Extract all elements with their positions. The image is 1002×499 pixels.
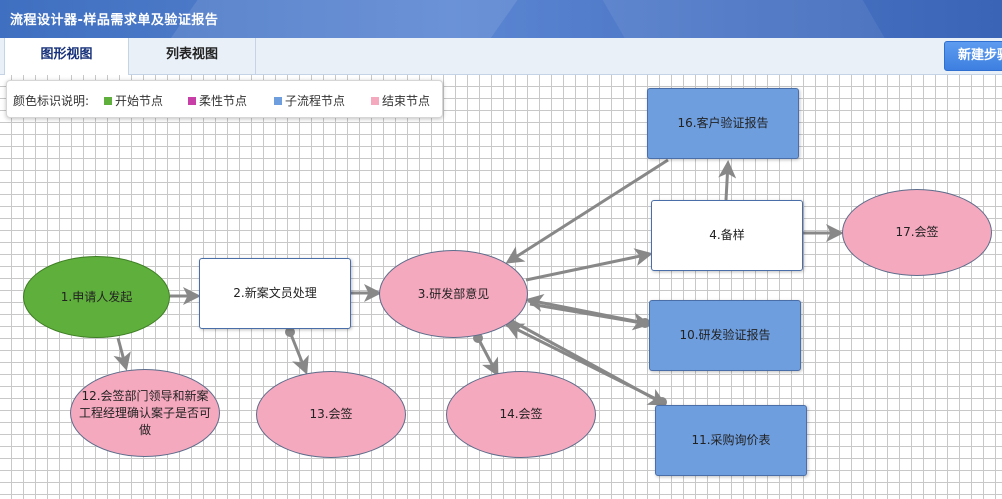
legend-item-label: 结束节点 bbox=[382, 94, 431, 108]
legend-item-label: 子流程节点 bbox=[285, 94, 346, 108]
end-color-swatch bbox=[371, 97, 379, 105]
tab-bar: 图形视图 列表视图 bbox=[0, 38, 1002, 75]
node-customer-report[interactable]: 16.客户验证报告 bbox=[647, 88, 799, 159]
node-countersign-14[interactable]: 14.会签 bbox=[446, 371, 596, 458]
legend-item-flexible: 柔性节点 bbox=[188, 92, 247, 109]
legend-item-subprocess: 子流程节点 bbox=[274, 92, 345, 109]
node-rd-report[interactable]: 10.研发验证报告 bbox=[649, 300, 801, 371]
node-countersign-17[interactable]: 17.会签 bbox=[842, 189, 992, 276]
color-legend: 颜色标识说明: 开始节点 柔性节点 子流程节点 结束节点 bbox=[6, 80, 443, 118]
node-rd-opinion[interactable]: 3.研发部意见 bbox=[379, 250, 528, 338]
tab-list-view[interactable]: 列表视图 bbox=[129, 38, 256, 74]
node-countersign-12[interactable]: 12.会签部门领导和新案工程经理确认案子是否可做 bbox=[70, 369, 220, 457]
node-start-applicant[interactable]: 1.申请人发起 bbox=[23, 256, 170, 338]
node-purchase-quote[interactable]: 11.采购询价表 bbox=[655, 405, 807, 476]
subprocess-color-swatch bbox=[274, 97, 282, 105]
node-countersign-13[interactable]: 13.会签 bbox=[256, 371, 406, 458]
legend-item-label: 柔性节点 bbox=[199, 94, 248, 108]
start-color-swatch bbox=[104, 97, 112, 105]
title-decoration bbox=[591, 0, 909, 38]
title-bar: 流程设计器-样品需求单及验证报告 bbox=[0, 0, 1002, 38]
legend-item-end: 结束节点 bbox=[371, 92, 430, 109]
tab-graph-view[interactable]: 图形视图 bbox=[4, 38, 129, 75]
window-title: 流程设计器-样品需求单及验证报告 bbox=[10, 13, 219, 28]
legend-item-label: 开始节点 bbox=[115, 94, 164, 108]
new-step-button[interactable]: 新建步骤 bbox=[944, 41, 1002, 71]
legend-item-start: 开始节点 bbox=[104, 92, 163, 109]
node-clerk-processing[interactable]: 2.新案文员处理 bbox=[199, 258, 351, 329]
legend-label: 颜色标识说明: bbox=[13, 94, 90, 108]
flexible-color-swatch bbox=[188, 97, 196, 105]
node-prepare-sample[interactable]: 4.备样 bbox=[651, 200, 803, 271]
